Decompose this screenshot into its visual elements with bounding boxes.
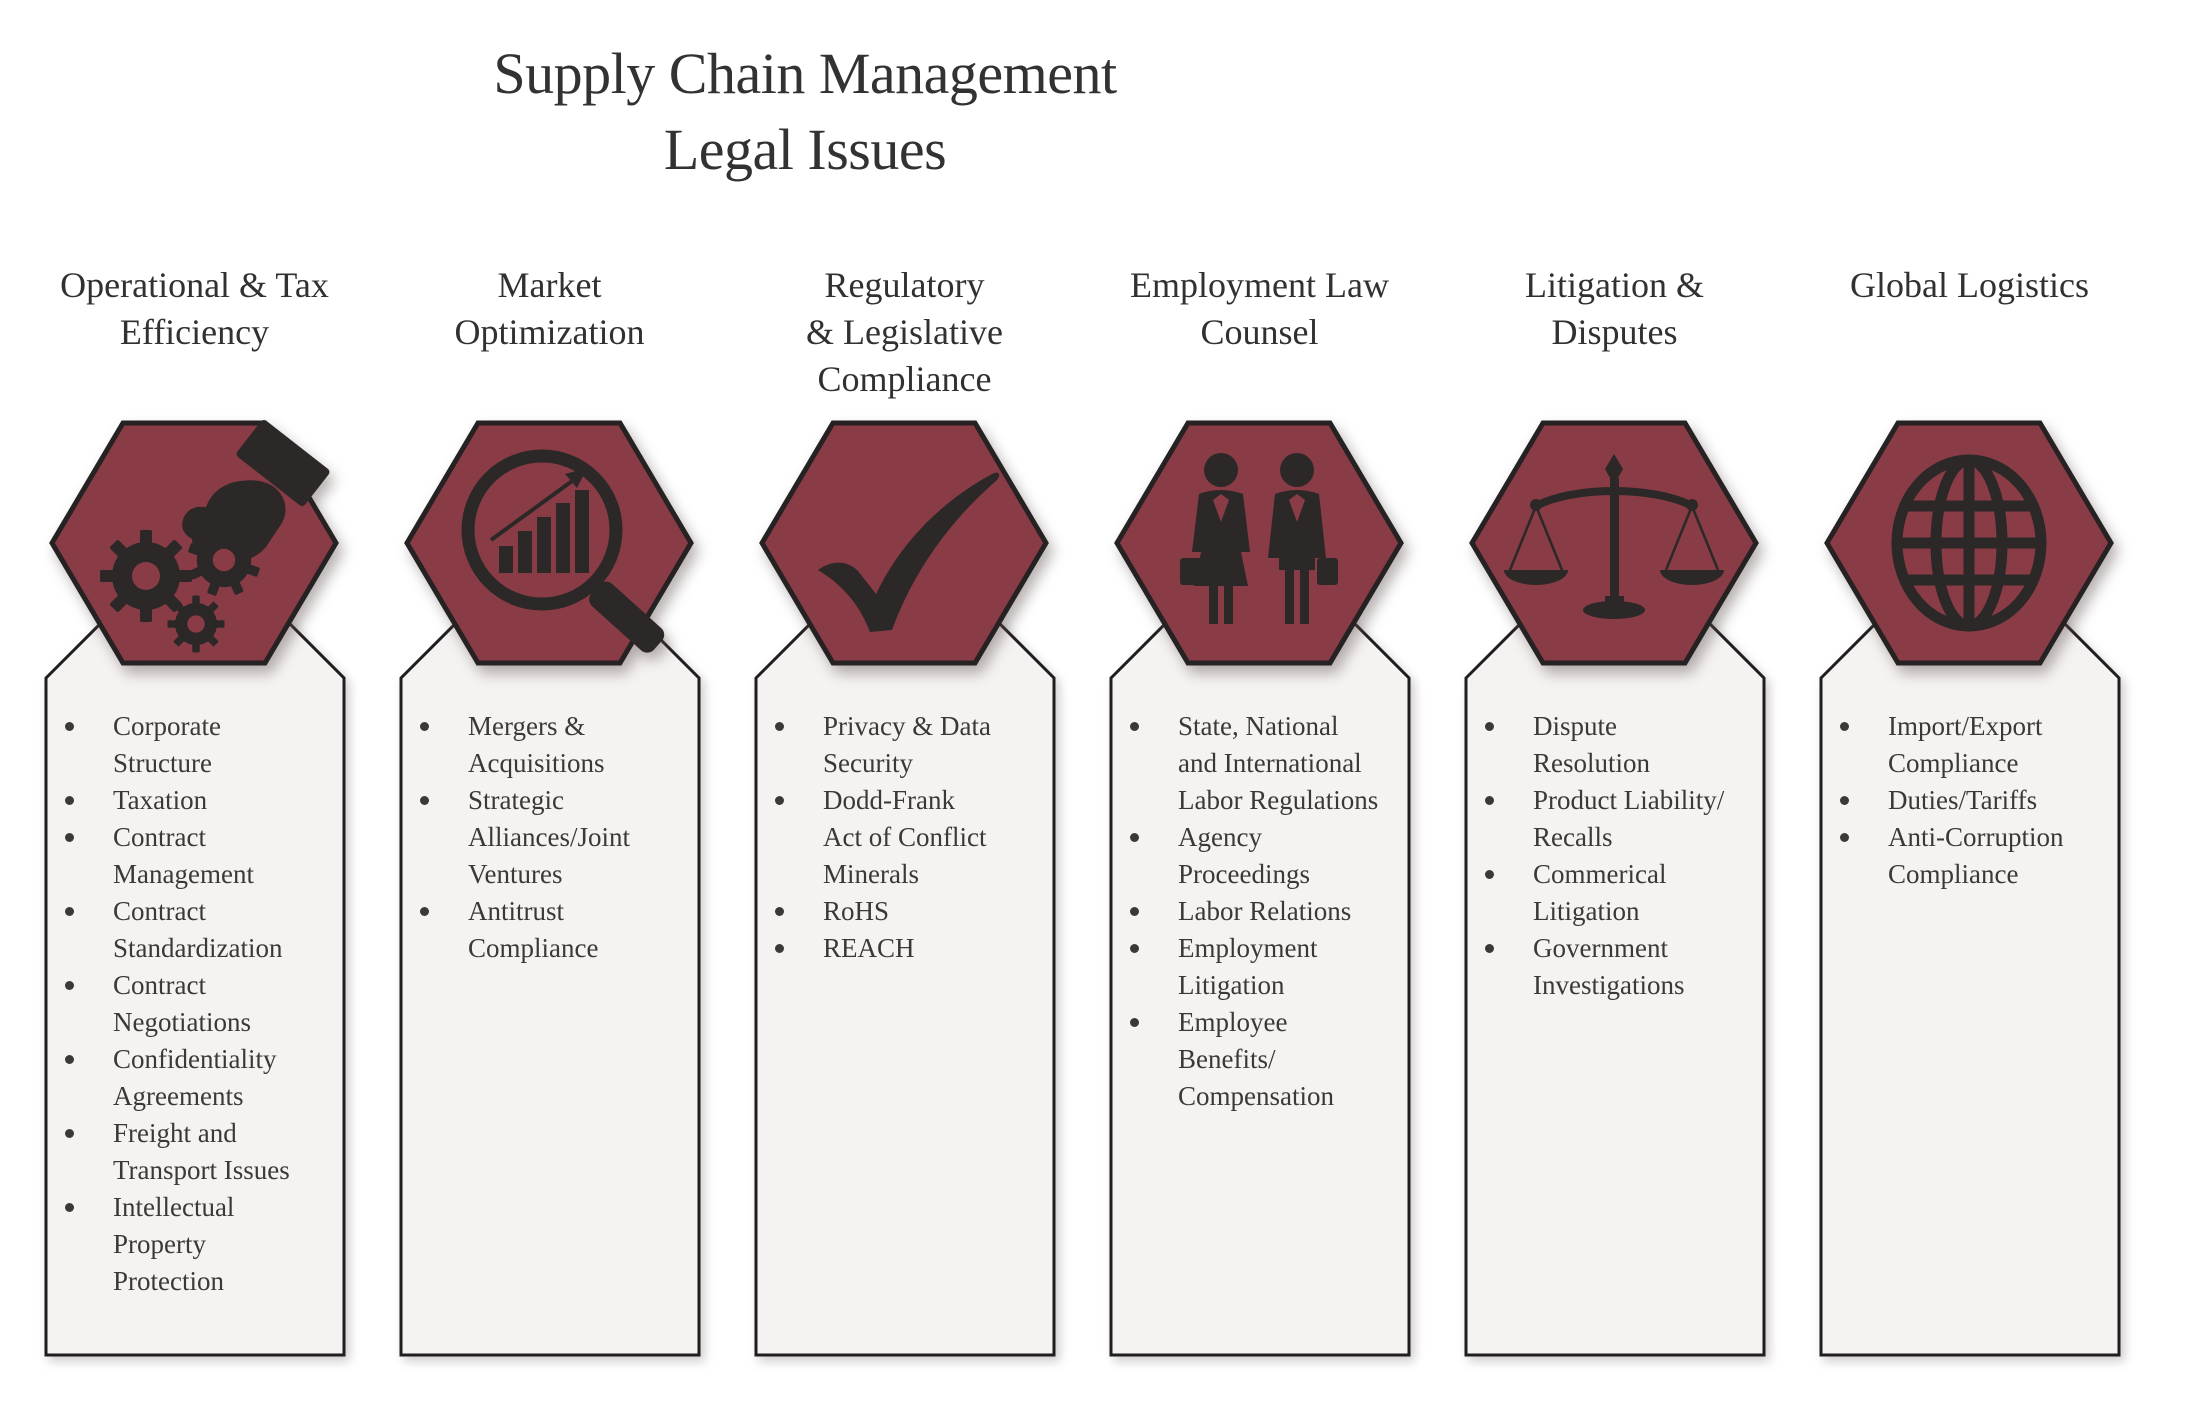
list-item: Contract Negotiations: [63, 967, 335, 1041]
list-item: Employment Litigation: [1128, 930, 1400, 1004]
column-operational-tax-efficiency: Operational & Tax Efficiency: [17, 0, 372, 1415]
list-item: Antitrust Compliance: [418, 893, 690, 967]
column-global-logistics: Global Logistics Import/Export Complianc…: [1792, 0, 2147, 1415]
list-item: Dodd-Frank Act of Conflict Minerals: [773, 782, 1045, 893]
scales-icon: [1504, 454, 1724, 619]
globe-icon: [1891, 454, 2047, 632]
hexagon-badge: [49, 420, 339, 666]
list-item: Employee Benefits/ Compensation: [1128, 1004, 1400, 1115]
list-item: Labor Relations: [1128, 893, 1400, 930]
list-item: Intellectual Property Protection: [63, 1189, 335, 1300]
list-item: RoHS: [773, 893, 1045, 930]
hand-gears-icon: [100, 420, 330, 653]
column-market-optimization: Market Optimization Mergers & Acquisitio…: [372, 0, 727, 1415]
list-item: Freight and Transport Issues: [63, 1115, 335, 1189]
column-header: Operational & Tax Efficiency: [60, 265, 329, 352]
list-item: State, National and International Labor …: [1128, 708, 1400, 819]
column-header: Global Logistics: [1850, 265, 2089, 305]
list-item: Government Investigations: [1483, 930, 1755, 1004]
hexagon-badge: [1824, 420, 2114, 666]
list-item: Mergers & Acquisitions: [418, 708, 690, 782]
list-item: Commerical Litigation: [1483, 856, 1755, 930]
hexagon-badge: [1114, 420, 1404, 666]
list-item: Anti-Corruption Compliance: [1838, 819, 2110, 893]
column-header: Employment Law Counsel: [1130, 265, 1389, 352]
business-people-icon: [1180, 453, 1338, 624]
list-item: Duties/Tariffs: [1838, 782, 2110, 819]
list-item: Contract Standardization: [63, 893, 335, 967]
list-item: Privacy & Data Security: [773, 708, 1045, 782]
list-item: Confidentiality Agreements: [63, 1041, 335, 1115]
bullet-list: State, National and International Labor …: [1128, 708, 1400, 1115]
list-item: Taxation: [63, 782, 335, 819]
column-header: Litigation & Disputes: [1525, 265, 1704, 352]
list-item: Agency Proceedings: [1128, 819, 1400, 893]
page-title: Supply Chain Management Legal Issues: [493, 41, 1117, 182]
list-item: Corporate Structure: [63, 708, 335, 782]
column-litigation-disputes: Litigation & Disputes: [1437, 0, 1792, 1415]
list-item: Dispute Resolution: [1483, 708, 1755, 782]
column-header: Regulatory & Legislative Compliance: [806, 265, 1003, 399]
list-item: Strategic Alliances/Joint Ventures: [418, 782, 690, 893]
magnifier-chart-icon: [461, 449, 665, 653]
hexagon-badge: [1469, 420, 1759, 666]
hexagon-badge: [759, 420, 1049, 666]
list-item: REACH: [773, 930, 1045, 967]
list-item: Import/Export Compliance: [1838, 708, 2110, 782]
list-item: Product Liability/ Recalls: [1483, 782, 1755, 856]
column-employment-law-counsel: Employment Law Counsel: [1082, 0, 1437, 1415]
list-item: Contract Management: [63, 819, 335, 893]
column-regulatory-legislative-compliance: Regulatory & Legislative Compliance Priv…: [727, 0, 1082, 1415]
column-header: Market Optimization: [454, 265, 645, 352]
hexagon-badge: [404, 420, 694, 666]
checkmark-icon: [818, 472, 1000, 632]
